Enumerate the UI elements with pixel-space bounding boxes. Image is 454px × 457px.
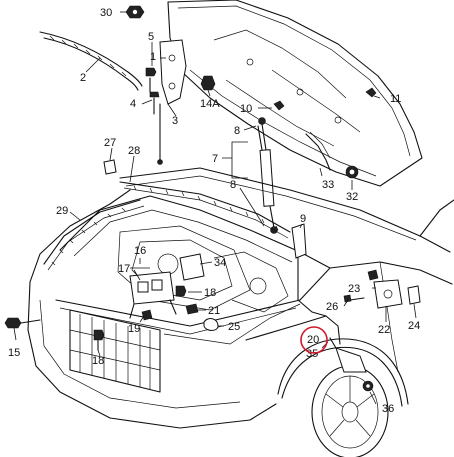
callout-25: 25 <box>228 321 240 333</box>
hinge-nut <box>125 5 145 19</box>
callout-19: 19 <box>128 323 140 335</box>
radiator <box>69 309 161 393</box>
callout-36: 36 <box>382 403 394 415</box>
callout-5: 5 <box>148 31 154 43</box>
release-lever <box>329 337 374 392</box>
callout-4: 4 <box>130 98 136 110</box>
callout-17: 17 <box>118 263 130 275</box>
callout-14a: 14A <box>200 98 220 110</box>
hood-latch-striker <box>345 165 359 179</box>
relay-carrier <box>129 271 177 319</box>
callout-23: 23 <box>348 283 360 295</box>
bolt-18-top <box>175 285 187 297</box>
callout-18-bottom: 18 <box>92 355 104 367</box>
callout-20: 20 <box>307 334 319 346</box>
callout-30: 30 <box>100 7 112 19</box>
part-25 <box>203 318 219 331</box>
bolt-18-bottom <box>93 329 105 351</box>
callout-9: 9 <box>300 213 306 225</box>
callout-18-top: 18 <box>204 287 216 299</box>
highlight-ring <box>300 326 328 354</box>
leader-lines <box>13 11 417 405</box>
callout-33: 33 <box>322 179 334 191</box>
hood-seal-strip <box>39 31 143 91</box>
callout-2: 2 <box>80 72 86 84</box>
part-21 <box>185 303 199 315</box>
callout-32: 32 <box>346 191 358 203</box>
callout-8-bottom: 8 <box>230 179 236 191</box>
bracket-27 <box>103 159 117 175</box>
callout-29: 29 <box>56 205 68 217</box>
callout-16: 16 <box>134 245 146 257</box>
hood <box>167 0 423 187</box>
callout-1: 1 <box>150 51 156 63</box>
support-post <box>291 223 307 301</box>
callout-3: 3 <box>172 115 178 127</box>
hinge-bolts <box>145 67 160 115</box>
bolt-15 <box>4 317 41 329</box>
callout-34: 34 <box>214 257 226 269</box>
callout-22: 22 <box>378 324 390 336</box>
callout-labels: 30 5 1 2 4 14A 3 11 10 8 27 28 7 8 33 32… <box>8 7 420 415</box>
callout-27: 27 <box>104 137 116 149</box>
wheel <box>311 365 389 457</box>
callout-10: 10 <box>240 103 252 115</box>
callout-8-top: 8 <box>234 125 240 137</box>
callout-15: 15 <box>8 347 20 359</box>
callout-7: 7 <box>212 153 218 165</box>
callout-11: 11 <box>390 93 401 105</box>
part-19 <box>141 309 153 321</box>
clip-14a <box>200 75 216 91</box>
callout-26: 26 <box>326 301 338 313</box>
hood-hinge <box>157 39 187 165</box>
callout-35: 35 <box>306 348 318 360</box>
module-34 <box>179 253 205 281</box>
callout-28: 28 <box>128 145 140 157</box>
callout-24: 24 <box>408 320 420 332</box>
hood-lock <box>343 269 421 309</box>
callout-21: 21 <box>208 305 220 317</box>
